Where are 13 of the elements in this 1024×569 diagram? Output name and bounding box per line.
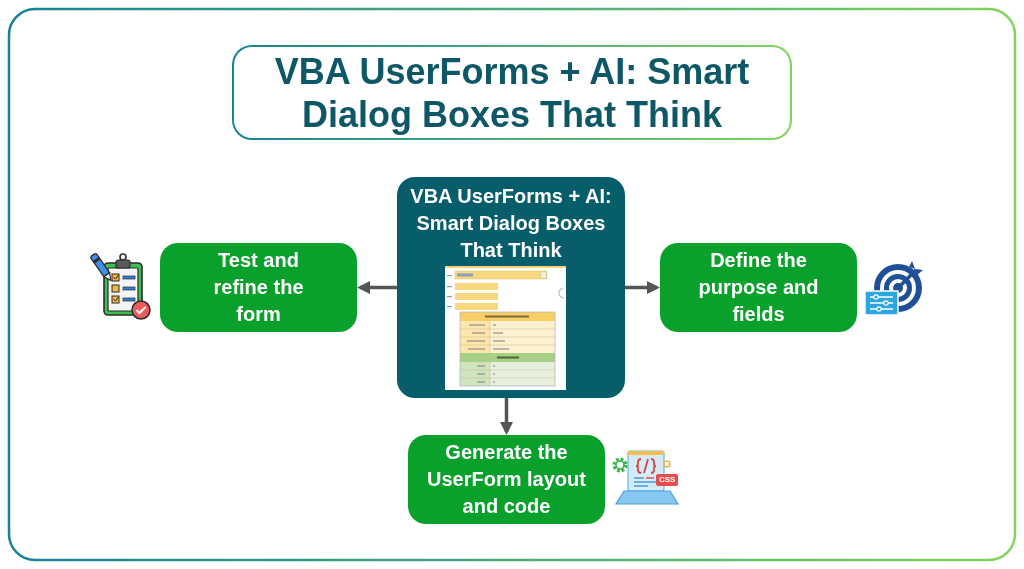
step-text: Test and refine the form [212, 248, 305, 327]
step-box [160, 243, 357, 332]
step-box [660, 243, 857, 332]
heading-text: VBA UserForms + AI: Smart Dialog Boxes That Think [409, 184, 613, 263]
arrow [625, 281, 660, 294]
arrow [357, 281, 397, 294]
title: VBA UserForms + AI: Smart Dialog Boxes That Think [232, 45, 792, 140]
arrow [500, 398, 513, 435]
step-text: Generate the UserForm layout and code [426, 440, 587, 519]
step-text: Define the purpose and fields [697, 248, 820, 327]
file-type-tag: CSS [656, 474, 679, 486]
step-box [408, 435, 605, 524]
topic-box [397, 177, 625, 398]
